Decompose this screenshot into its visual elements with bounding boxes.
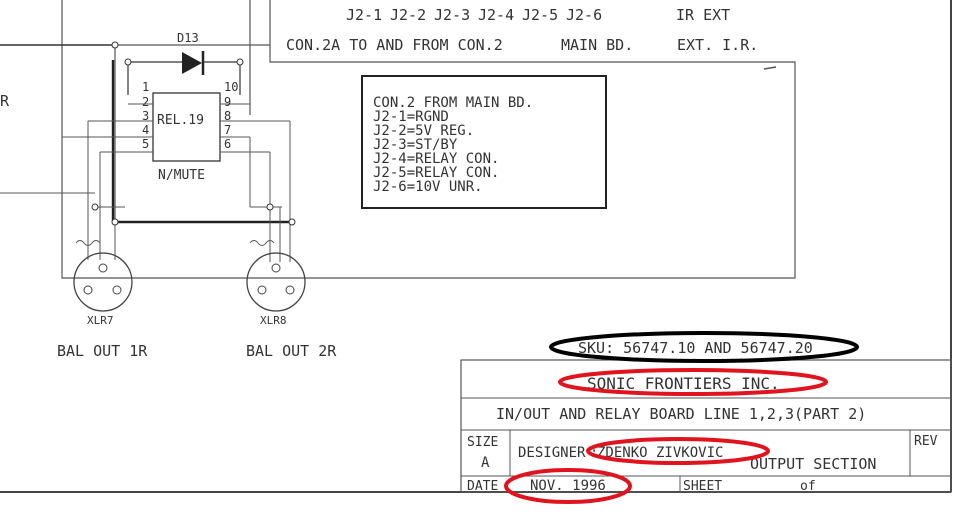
sheet-label: SHEET (683, 479, 722, 494)
designer-name: ZDENKO ZIVKOVIC (597, 445, 723, 461)
relay-label: REL.19 (157, 113, 204, 128)
diode-symbol (182, 52, 202, 74)
relay-pin-4: 4 (142, 123, 149, 137)
connector-label-j2-3: J2-3 (434, 6, 470, 24)
con2-line-1: CON.2 FROM MAIN BD. (373, 95, 533, 111)
stray-mark (763, 66, 777, 70)
junction-dot (266, 203, 274, 211)
relay-body (152, 92, 221, 162)
company-highlight-outline (558, 368, 828, 396)
sku-highlight-outline (549, 331, 859, 363)
ground-symbol-xlr8 (249, 240, 275, 246)
rev-label: REV (914, 434, 938, 449)
xlr7-pin (98, 263, 108, 273)
xlr7-connector (73, 252, 133, 312)
xlr8-pin (271, 263, 281, 273)
ir-ext-label: IR EXT (676, 6, 730, 24)
date-highlight-outline (504, 468, 632, 504)
connector-label-j2-6: J2-6 (566, 6, 602, 24)
connector-label-j2-2: J2-2 (390, 6, 426, 24)
size-value: A (481, 455, 490, 471)
xlr8-pin (257, 285, 267, 295)
junction-dot (236, 58, 244, 66)
xlr8-label: XLR8 (260, 314, 287, 327)
relay-pin-9: 9 (224, 95, 231, 109)
date-label: DATE (467, 479, 498, 494)
relay-pin-5: 5 (142, 137, 149, 151)
designer-colon: : (590, 445, 598, 461)
size-label: SIZE (467, 435, 498, 450)
main-bd-caption: MAIN BD. (561, 36, 633, 54)
connector-label-j2-5: J2-5 (522, 6, 558, 24)
bal-out-2r-label: BAL OUT 2R (246, 342, 337, 360)
xlr7-pin (83, 285, 93, 295)
relay-pin-8: 8 (224, 109, 231, 123)
sku-text: SKU: 56747.10 AND 56747.20 (578, 339, 813, 357)
con2-line-5: J2-4=RELAY CON. (373, 151, 499, 167)
con2-line-2: J2-1=RGND (373, 109, 449, 125)
con2a-caption: CON.2A TO AND FROM CON.2 (286, 36, 503, 54)
date-value: NOV. 1996 (530, 478, 606, 494)
relay-pin-2: 2 (142, 95, 149, 109)
junction-dot (91, 203, 99, 211)
relay-pin-3: 3 (142, 109, 149, 123)
diode-label: D13 (177, 31, 199, 45)
edge-label-r: R (0, 92, 10, 110)
company-name: SONIC FRONTIERS INC. (587, 374, 780, 393)
connector-label-j2-4: J2-4 (478, 6, 514, 24)
connector-label-j2-1: J2-1 (346, 6, 382, 24)
sheet-of-label: of (800, 479, 816, 494)
con2-line-3: J2-2=5V REG. (373, 123, 474, 139)
junction-dot (111, 218, 119, 226)
junction-dot (288, 218, 296, 226)
relay-pin-1: 1 (142, 80, 149, 94)
board-outline (61, 0, 796, 279)
drawing-title: IN/OUT AND RELAY BOARD LINE 1,2,3(PART 2… (496, 405, 866, 423)
relay-pin-7: 7 (224, 123, 231, 137)
relay-pin-10: 10 (224, 80, 238, 94)
con2-info-box (361, 75, 607, 209)
bal-out-1r-label: BAL OUT 1R (57, 342, 148, 360)
designer-highlight-outline (586, 437, 770, 465)
relay-caption: N/MUTE (158, 168, 205, 183)
xlr7-label: XLR7 (87, 314, 114, 327)
ground-symbol-xlr7 (75, 240, 101, 246)
xlr8-pin (285, 285, 295, 295)
con2-line-6: J2-5=RELAY CON. (373, 165, 499, 181)
ext-ir-caption: EXT. I.R. (677, 36, 758, 54)
con2-line-4: J2-3=ST/BY (373, 137, 458, 153)
junction-dot (124, 58, 132, 66)
title-block: SKU: 56747.10 AND 56747.20 SONIC FRONTIE… (460, 339, 952, 494)
relay-pin-6: 6 (224, 137, 231, 151)
section-name: OUTPUT SECTION (750, 455, 876, 473)
xlr8-connector (246, 252, 306, 312)
con2-line-7: J2-6=10V UNR. (373, 179, 483, 195)
junction-dot (111, 41, 119, 49)
xlr7-pin (112, 285, 122, 295)
designer-label: DESIGNER (518, 445, 586, 461)
